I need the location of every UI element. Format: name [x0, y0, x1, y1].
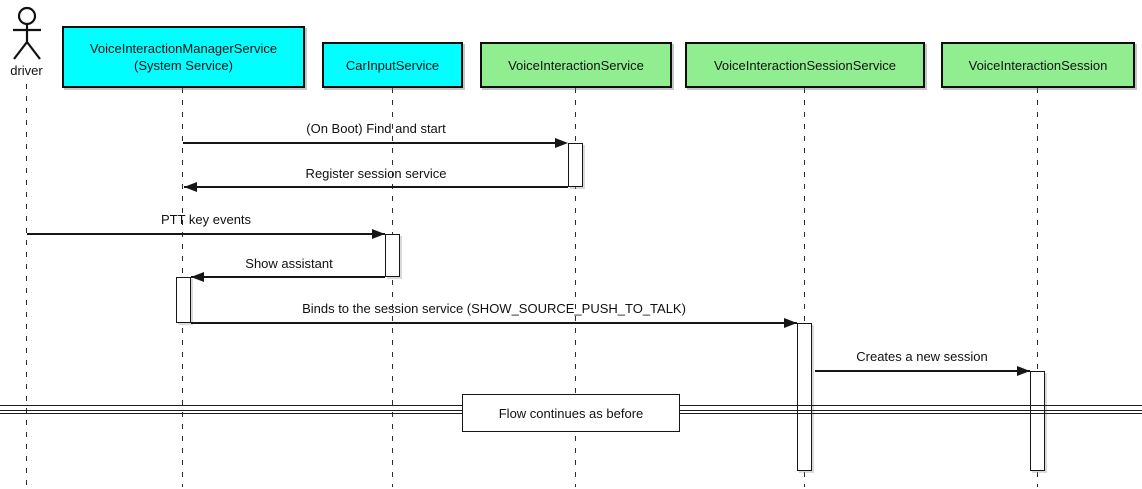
lifeline-driver — [26, 84, 27, 487]
activation-bar-voiceinteractionmanagerservice — [176, 277, 191, 323]
arrowhead-left-icon — [184, 182, 197, 192]
activation-bar-voiceinteractionsessionservice — [797, 323, 812, 471]
arrowhead-right-icon — [372, 229, 385, 239]
lifeline-voiceinteractionsession — [1037, 88, 1038, 487]
participant-subtitle: (System Service) — [134, 58, 233, 73]
message-arrow-line — [815, 370, 1030, 372]
activation-bar-carinputservice — [385, 234, 400, 277]
arrowhead-right-icon — [555, 138, 568, 148]
message-label: Binds to the session service (SHOW_SOURC… — [302, 301, 686, 316]
message-label: PTT key events — [160, 212, 252, 227]
activation-bar-voiceinteractionservice — [568, 143, 583, 187]
participant-name: VoiceInteractionService — [508, 57, 644, 73]
arrowhead-right-icon — [1017, 366, 1030, 376]
participant-box-voiceinteractionmanagerservice: VoiceInteractionManagerService (System S… — [62, 26, 305, 88]
message-arrow-line — [27, 233, 385, 235]
participant-box-voiceinteractionsessionservice: VoiceInteractionSessionService — [685, 42, 925, 88]
lifeline-carinputservice — [392, 88, 393, 487]
message-arrow-line — [183, 142, 557, 144]
message-label: Show assistant — [245, 256, 333, 271]
participant-box-voiceinteractionservice: VoiceInteractionService — [480, 42, 672, 88]
message-arrow-line — [191, 276, 385, 278]
message-label: Register session service — [305, 166, 447, 181]
message-label: (On Boot) Find and start — [306, 121, 446, 136]
participant-name: CarInputService — [345, 57, 440, 73]
divider-label-box: Flow continues as before — [462, 394, 680, 432]
message-arrow-line — [191, 322, 797, 324]
participant-box-voiceinteractionsession: VoiceInteractionSession — [941, 42, 1135, 88]
lifeline-voiceinteractionsessionservice — [804, 88, 805, 487]
divider-label: Flow continues as before — [498, 405, 644, 421]
activation-bar-voiceinteractionsession — [1030, 371, 1045, 471]
participant-box-carinputservice: CarInputService — [322, 42, 463, 88]
stick-figure-actor-icon — [13, 6, 41, 60]
message-arrow-line — [184, 186, 568, 188]
message-label: Creates a new session — [856, 349, 988, 364]
actor-label: driver — [10, 63, 43, 78]
participant-name: VoiceInteractionSession — [968, 57, 1108, 73]
participant-name: VoiceInteractionSessionService — [713, 57, 897, 73]
arrowhead-left-icon — [191, 272, 204, 282]
lifeline-voiceinteractionservice — [575, 88, 576, 487]
arrowhead-right-icon — [784, 318, 797, 328]
participant-name: VoiceInteractionManagerService — [89, 41, 278, 56]
